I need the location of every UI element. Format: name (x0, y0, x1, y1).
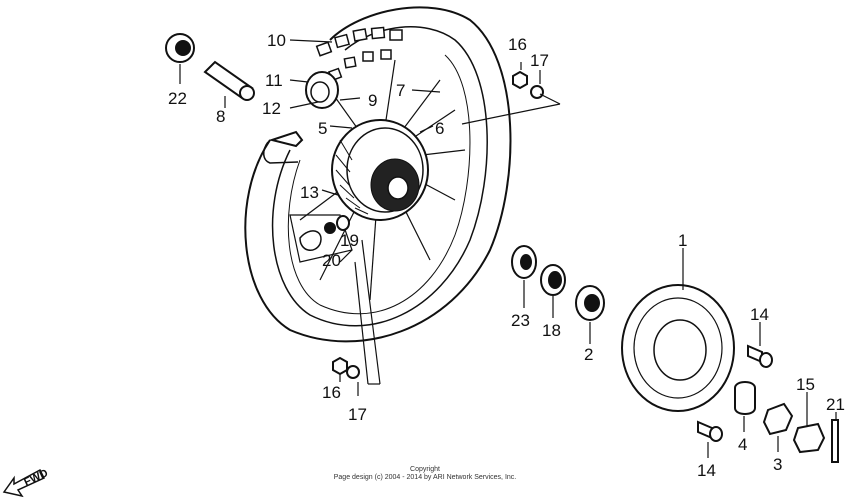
fwd-arrow: FWD (2, 467, 50, 498)
callout-17-top: 17 (530, 51, 549, 70)
callout-22: 22 (168, 89, 187, 108)
callout-23: 23 (511, 311, 530, 330)
callout-17-bottom: 17 (348, 405, 367, 424)
part-17-washer-bottom (346, 365, 360, 379)
part-16-nut-bottom (332, 356, 348, 376)
part-15-cap (792, 422, 826, 454)
callout-labels: 22 8 10 11 12 9 7 5 6 16 17 13 19 20 16 … (168, 31, 845, 480)
arrow-icon (2, 468, 46, 498)
part-3-nut (762, 402, 794, 436)
callout-12: 12 (262, 99, 281, 118)
callout-20: 20 (322, 251, 341, 270)
callout-11: 11 (265, 71, 283, 90)
callout-16-top: 16 (508, 35, 527, 54)
part-17-washer-top (530, 85, 544, 99)
copyright-notice: Copyright Page design (c) 2004 - 2014 by… (300, 466, 550, 482)
leader-lines (179, 39, 837, 458)
callout-3: 3 (773, 455, 782, 474)
callout-6: 6 (435, 119, 444, 138)
callout-8: 8 (216, 107, 225, 126)
callout-14-top: 14 (750, 305, 769, 324)
callout-10: 10 (267, 31, 286, 50)
copyright-line-2: Page design (c) 2004 - 2014 by ARI Netwo… (333, 474, 517, 481)
callout-1: 1 (678, 231, 687, 250)
callout-15: 15 (796, 375, 815, 394)
callout-18: 18 (542, 321, 561, 340)
callout-4: 4 (738, 435, 747, 454)
part-4-collar (734, 381, 756, 415)
callout-14-bottom: 14 (697, 461, 716, 480)
part-1-sprocket (621, 284, 735, 412)
fwd-label: FWD (22, 467, 50, 488)
part-21-pin (831, 419, 839, 463)
callout-16-bottom: 16 (322, 383, 341, 402)
part-19-washer (336, 215, 350, 231)
callout-7: 7 (396, 81, 405, 100)
part-16-nut-top (512, 70, 528, 90)
callout-2: 2 (584, 345, 593, 364)
callout-19: 19 (340, 231, 359, 250)
rear-wheel-assembly (244, 6, 512, 343)
loose-parts (165, 33, 839, 463)
callout-5: 5 (318, 119, 327, 138)
callout-21: 21 (826, 395, 845, 414)
callout-9: 9 (368, 91, 377, 110)
callout-13: 13 (300, 183, 319, 202)
copyright-line-1: Copyright (410, 466, 440, 473)
